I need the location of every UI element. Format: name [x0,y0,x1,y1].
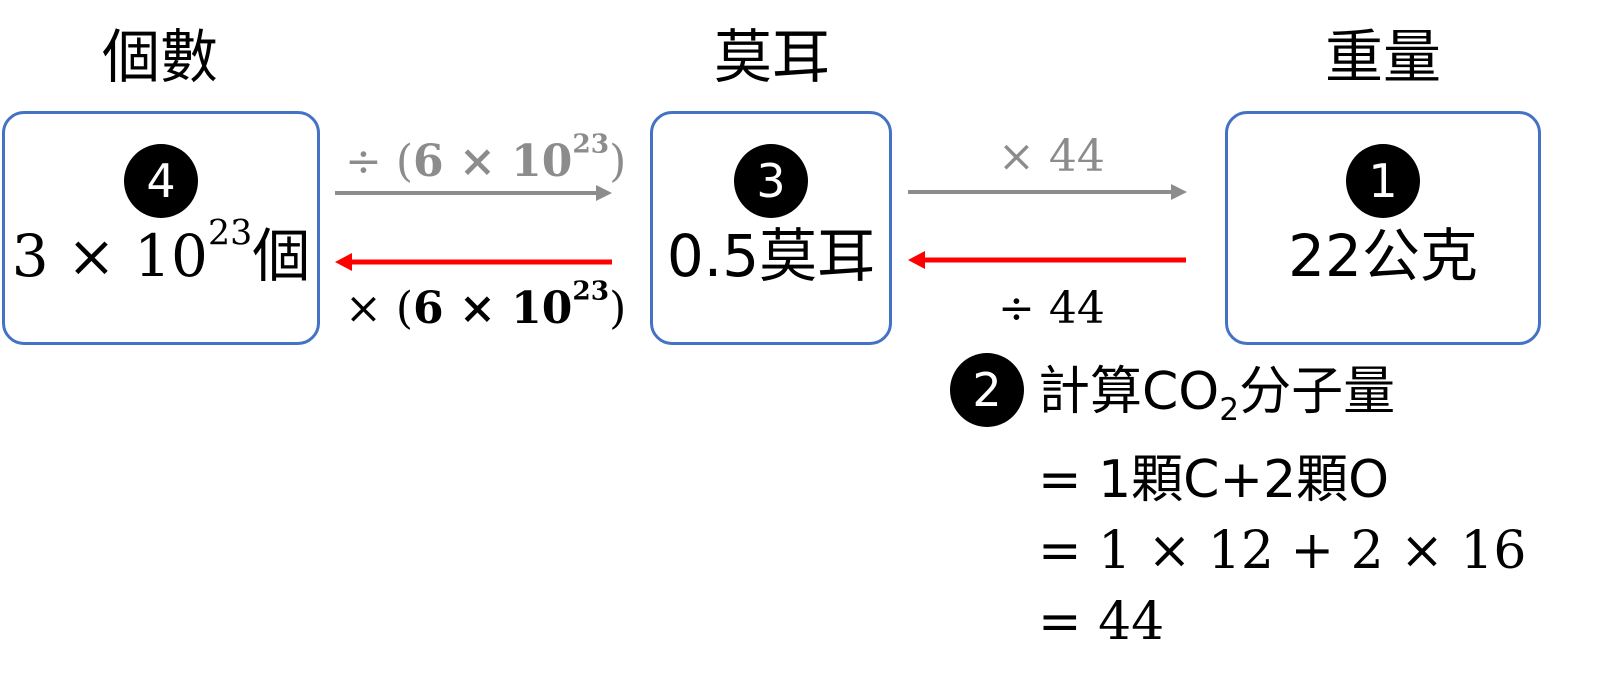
mole-box: 3 0.5莫耳 [650,111,892,345]
arrow-mole-to-weight [908,184,1187,200]
step-badge-2: 2 [950,353,1024,427]
label-multiply-44: × 44 [998,131,1105,182]
mole-value: 0.5莫耳 [666,222,876,290]
step-badge-1: 1 [1346,144,1420,218]
weight-box: 1 22公克 [1225,111,1541,345]
weight-value: 22公克 [1288,222,1478,290]
count-coefficient: 3 × 10 [11,222,208,290]
step-badge-3: 3 [734,144,808,218]
count-exponent: 23 [207,213,253,254]
label-divide-44: ÷ 44 [998,283,1105,334]
label-divide-avogadro: ÷ (6 × 1023) [345,128,627,187]
header-weight: 重量 [1324,23,1441,91]
calc-title: 計算CO2分子量 [1038,362,1396,428]
count-value: 3 × 1023個 [5,216,317,291]
count-unit: 個 [252,222,311,290]
calc-line-3: = 44 [1038,592,1165,652]
header-mole: 莫耳 [713,23,830,91]
arrow-mole-to-count [335,253,612,271]
count-box: 4 3 × 1023個 [2,111,320,345]
label-multiply-avogadro: × (6 × 1023) [345,275,627,334]
arrow-count-to-mole [335,185,612,201]
step-badge-4: 4 [124,144,198,218]
header-count: 個數 [101,23,218,91]
arrow-weight-to-mole [908,251,1186,269]
calc-line-2: = 1 × 12 + 2 × 16 [1038,521,1527,581]
calc-line-1: = 1顆C+2顆O [1038,450,1390,510]
